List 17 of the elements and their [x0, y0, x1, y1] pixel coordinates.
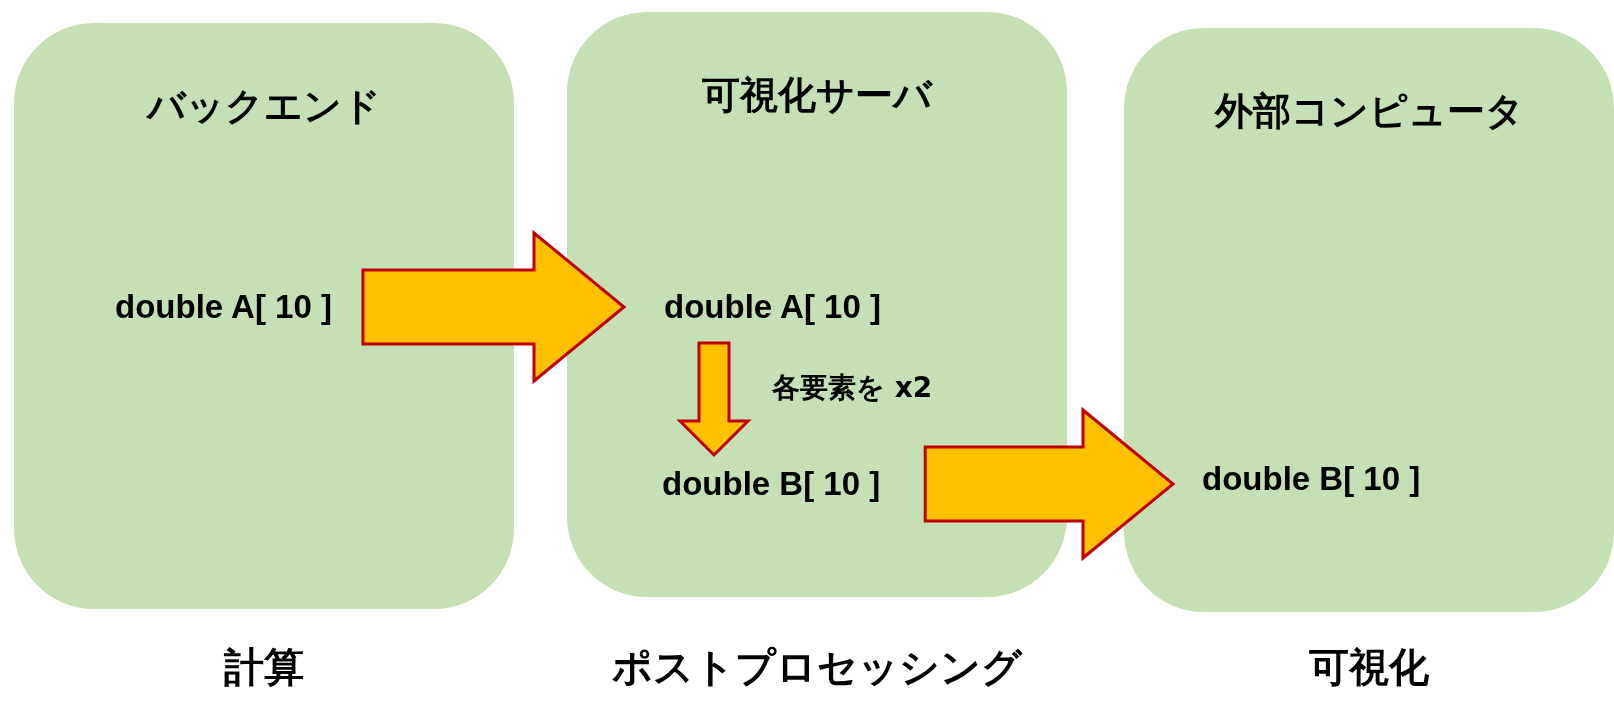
panel	[567, 12, 1067, 597]
variable-text: double A[ 10 ]	[115, 288, 332, 326]
block-arrow	[361, 229, 627, 385]
panel-heading: バックエンド	[145, 83, 382, 130]
stage-label: 計算	[224, 643, 304, 692]
panel	[1124, 28, 1614, 612]
edge-label: 各要素を x2	[772, 370, 933, 406]
panel-heading: 外部コンピュータ	[1213, 88, 1525, 135]
block-arrow	[923, 406, 1176, 562]
variable-text: double B[ 10 ]	[662, 465, 881, 503]
variable-text: double B[ 10 ]	[1202, 460, 1421, 498]
variable-text: double A[ 10 ]	[664, 288, 881, 326]
stage-label: ポストプロセッシング	[612, 643, 1022, 692]
panel-heading: 可視化サーバ	[701, 72, 934, 119]
block-arrow	[676, 341, 752, 458]
panel	[14, 23, 514, 609]
stage-label: 可視化	[1309, 643, 1429, 692]
